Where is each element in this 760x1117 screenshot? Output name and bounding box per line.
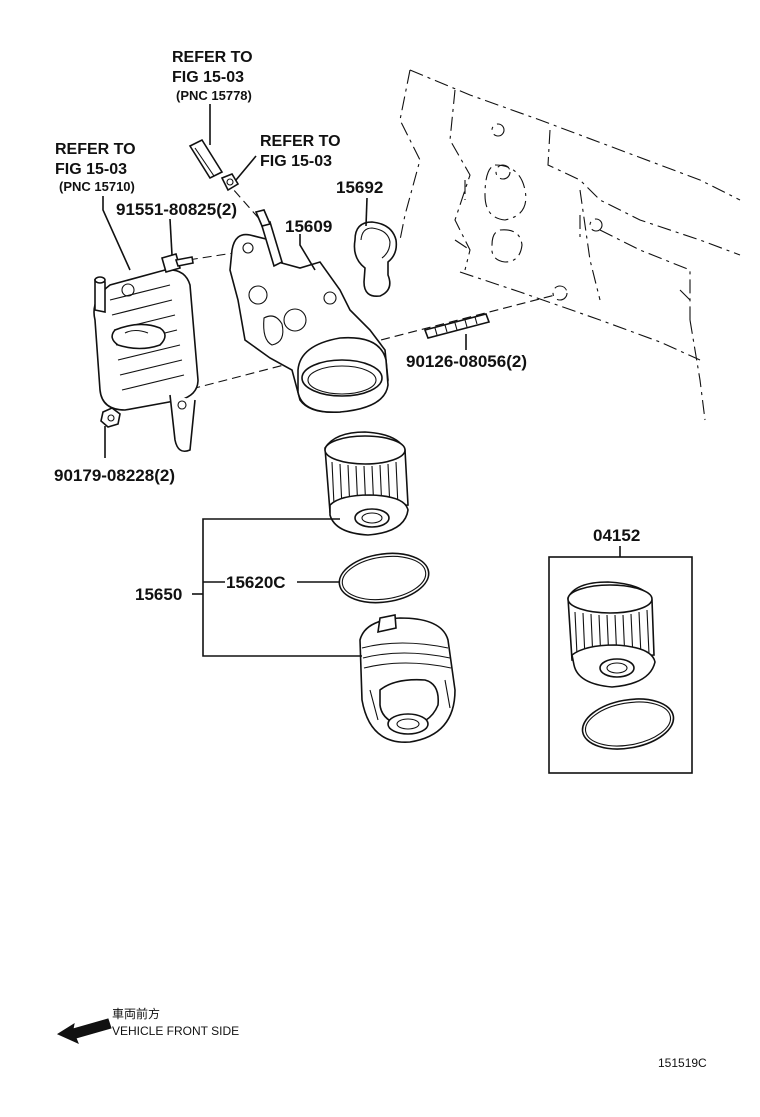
ref-15778-label: REFER TO FIG 15-03 (PNC 15778) [172, 49, 253, 103]
engine-block [399, 69, 741, 421]
filter-element [324, 431, 409, 536]
ref-a-line2: FIG 15-03 [260, 153, 332, 170]
ref-a-label: REFER TO FIG 15-03 [260, 133, 341, 170]
ref-15710-line3: (PNC 15710) [59, 179, 135, 194]
kit-box-04152 [548, 546, 693, 774]
gasket-15692 [353, 221, 398, 298]
filter-cap [359, 614, 456, 743]
leader-lines [102, 104, 467, 458]
vehicle-front-jp: 車両前方 [112, 1006, 160, 1021]
ref-a-line1: REFER TO [260, 133, 341, 150]
figure-code: 151519C [658, 1056, 707, 1070]
part-label-91551: 91551-80825(2) [116, 200, 237, 219]
pipe-15778 [188, 138, 224, 180]
bolt-91551 [161, 253, 194, 273]
o-ring-15620C [338, 552, 430, 604]
part-label-15650: 15650 [135, 585, 182, 604]
filter-housing-15609 [229, 209, 389, 414]
part-label-15620C: 15620C [226, 573, 286, 592]
part-label-15692: 15692 [336, 178, 383, 197]
part-label-90179: 90179-08228(2) [54, 466, 175, 485]
ref-15710-label: REFER TO FIG 15-03 (PNC 15710) [55, 141, 136, 194]
ref-15778-line2: FIG 15-03 [172, 69, 244, 86]
clip-part [220, 173, 240, 192]
bracket-15650 [192, 518, 362, 657]
ref-15778-line3: (PNC 15778) [176, 88, 252, 103]
ref-15778-line1: REFER TO [172, 49, 253, 66]
stud-90126 [423, 313, 491, 339]
vehicle-front-indicator: 車両前方 VEHICLE FRONT SIDE [56, 1006, 239, 1044]
vehicle-front-en: VEHICLE FRONT SIDE [112, 1024, 239, 1038]
nut-90179 [100, 407, 121, 428]
part-label-15609: 15609 [285, 217, 332, 236]
part-label-90126: 90126-08056(2) [406, 352, 527, 371]
oil-cooler [93, 268, 199, 453]
ref-15710-line1: REFER TO [55, 141, 136, 158]
front-arrow-icon [56, 1018, 112, 1044]
ref-15710-line2: FIG 15-03 [55, 161, 127, 178]
part-label-04152: 04152 [593, 526, 640, 545]
